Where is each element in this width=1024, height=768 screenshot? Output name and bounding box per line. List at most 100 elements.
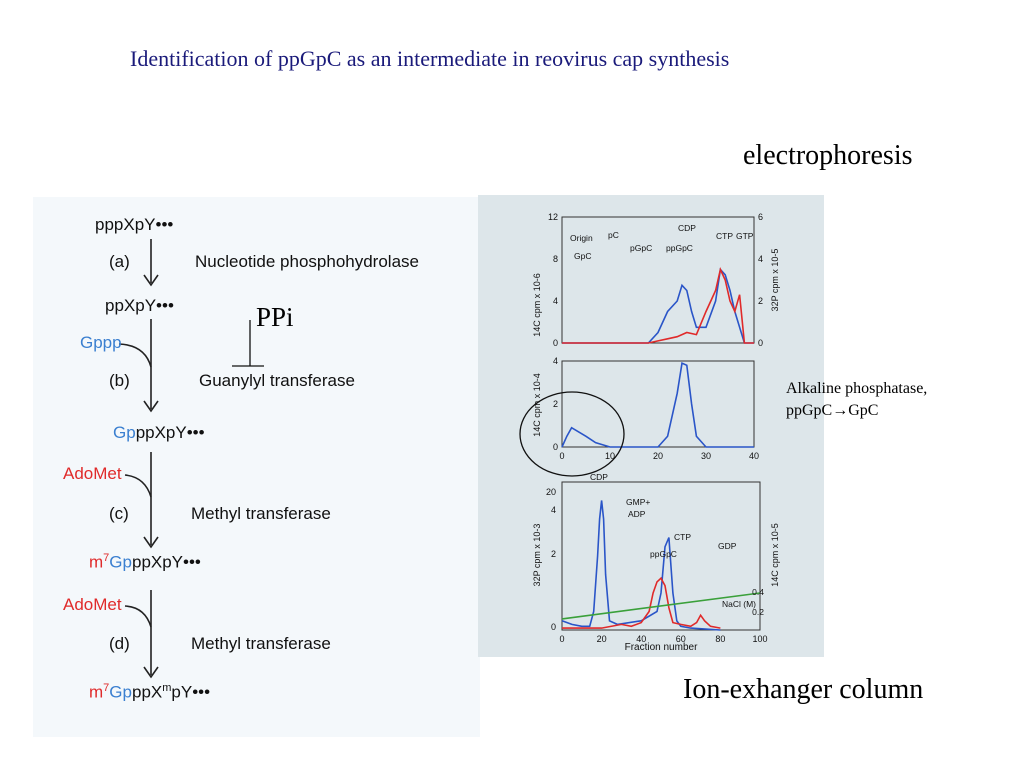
gp-cap-part: Gp [109,682,132,702]
middle-ytick: 0 [553,442,558,452]
bottom-xtick: 0 [559,634,564,644]
top-ytick-left: 8 [553,254,558,264]
bottom-ytick-left: 4 [551,505,556,515]
bottom-ytick-left: 2 [551,549,556,559]
electrophoresis-label: electrophoresis [743,140,913,171]
compound-tail: ppXpY••• [135,423,205,442]
middle-xtick: 30 [701,451,711,461]
bottom-ylabel-left: 32P cpm x 10-3 [532,524,542,587]
enzyme-a: Nucleotide phosphohydrolase [195,252,419,271]
chart-panel: 0 4 8 12 0 2 4 6 14C cpm x 10-6 32P cpm x 10-5 Ori… [478,195,824,657]
ion-exchanger-label: Ion-exhanger column [683,674,924,705]
bottom-xtick: 60 [676,634,686,644]
bottom-marker: ADP [628,509,646,519]
top-ytick-left: 0 [553,338,558,348]
ppi-label: PPi [256,302,294,332]
middle-series-0 [561,362,754,448]
label-layer: 0 4 8 12 0 2 4 6 14C cpm x 10-6 32P cpm x 10-5 Ori… [532,212,780,653]
compound-pppXpY: pppXpY••• [95,215,174,234]
bottom-xtick: 100 [752,634,767,644]
compound-tail: ppX [131,682,163,702]
substrate-gppp: Gppp [80,333,122,352]
top-ytick-right: 6 [758,212,763,222]
top-marker-pc: pC [608,230,619,240]
ppi-release-mark [232,320,264,367]
bottom-ytick-left: 20 [546,487,556,497]
middle-xtick: 10 [605,451,615,461]
series-layer [561,267,761,631]
alk-note-line1: Alkaline phosphatase, [786,380,928,397]
alk-note-line2: ppGpC→GpC [786,400,927,422]
step-d-label: (d) [109,634,130,653]
compound-m7GpppXmpY: m7GpppXmpY••• [89,682,210,703]
compound-tail-end: pY••• [171,682,211,702]
substrate-adomet-c: AdoMet [63,464,122,483]
methyl-position: 7 [103,682,110,694]
step-b-label: (b) [109,371,130,390]
slide-title: Identification of ppGpC as an intermedia… [130,46,730,71]
middle-xtick: 40 [749,451,759,461]
step-c-label: (c) [109,504,129,523]
middle-ytick: 4 [553,356,558,366]
bottom-ytick-left: 0 [551,622,556,632]
methyl-position: 7 [103,552,110,564]
top-marker-origin: Origin [570,233,593,243]
alk-note-substrate: ppGpC [786,402,833,419]
top-marker-ctp: CTP [716,231,733,241]
nacl-tick: 0.4 [752,587,764,597]
bottom-xtick: 20 [597,634,607,644]
middle-ylabel: 14C cpm x 10-4 [532,373,542,437]
top-ylabel-right: 32P cpm x 10-5 [770,249,780,312]
alk-note-product: GpC [848,402,879,419]
methyl-part: m [89,552,104,572]
origin-highlight-circle [519,391,625,477]
bottom-marker: CTP [674,532,691,542]
pathway-arrows [118,239,159,679]
compound-GpppXpY: GpppXpY••• [113,423,205,443]
bottom-ylabel-right: 14C cpm x 10-5 [770,523,780,587]
top-ytick-right: 2 [758,296,763,306]
top-marker-gpc: GpC [574,251,591,261]
enzyme-b: Guanylyl transferase [199,371,355,390]
bottom-series-0 [561,500,721,631]
bottom-marker: ppGpC [650,549,677,559]
enzyme-d: Methyl transferase [191,634,331,653]
compound-m7GpppXpY: m7GpppXpY••• [89,552,201,573]
bottom-xtick: 40 [636,634,646,644]
top-marker-pgpc: pGpC [630,243,652,253]
nacl-tick: 0.2 [752,607,764,617]
middle-xtick: 20 [653,451,663,461]
gp-cap-part: Gp [113,423,136,442]
methyl-part: m [89,682,104,702]
ribose-methyl: m [162,682,172,694]
bottom-marker: CDP [590,472,608,482]
top-series-0 [562,267,754,344]
middle-xtick: 0 [559,451,564,461]
bottom-series-2 [561,592,761,620]
compound-tail: ppXpY••• [131,552,201,572]
bottom-series-1 [562,576,721,629]
bottom-xtick: 80 [715,634,725,644]
compound-ppXpY: ppXpY••• [105,296,174,315]
bottom-xlabel: Fraction number [625,642,698,653]
alkaline-phosphatase-note: Alkaline phosphatase, ppGpC→GpC [786,378,927,422]
alk-note-arrow: → [832,402,849,419]
top-marker-gtp: GTP [736,231,754,241]
top-ylabel-left: 14C cpm x 10-6 [532,273,542,337]
bottom-marker: NaCl (M) [722,599,756,609]
chromatogram-figure: 0 4 8 12 0 2 4 6 14C cpm x 10-6 32P cpm x 10-5 Ori… [532,212,780,653]
top-ytick-left: 4 [553,296,558,306]
substrate-adomet-d: AdoMet [63,595,122,614]
middle-ytick: 2 [553,399,558,409]
top-marker-ppgpc: ppGpC [666,243,693,253]
enzyme-c: Methyl transferase [191,504,331,523]
bottom-marker: GMP+ [626,497,650,507]
top-ytick-left: 12 [548,212,558,222]
gp-cap-part: Gp [109,552,132,572]
pathway-panel: pppXpY••• (a) Nucleotide phosphohydrolas… [33,197,480,737]
top-marker-cdp: CDP [678,223,696,233]
bottom-marker: GDP [718,541,737,551]
top-ytick-right: 4 [758,254,763,264]
step-a-label: (a) [109,252,130,271]
top-series-1 [562,267,754,344]
